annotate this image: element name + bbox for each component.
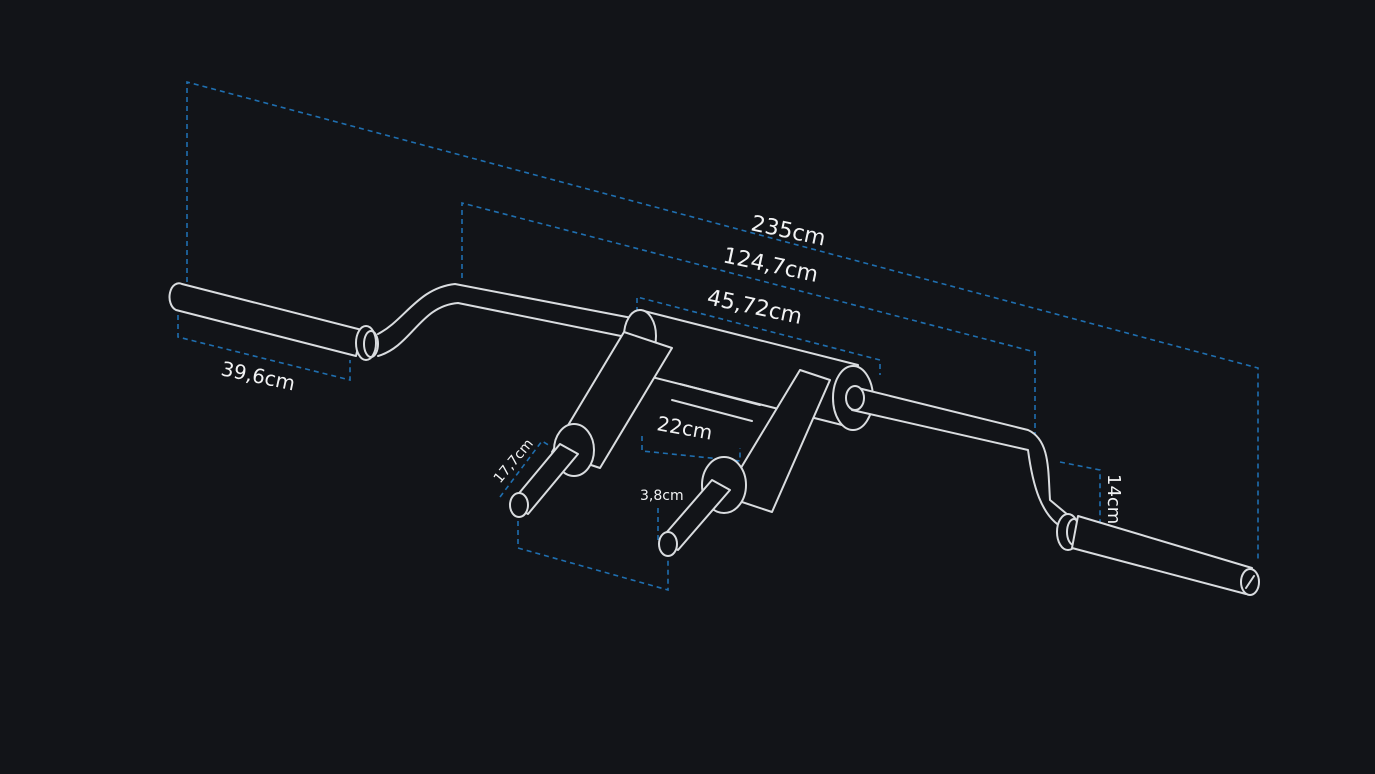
label-handle-diameter: 3,8cm [640,488,684,504]
dim-line-handle-spacing [641,436,741,462]
left-collar-inner [363,330,379,358]
dim-line-overall [186,80,1259,560]
right-handle-grip [659,479,731,551]
label-overall-length: 235cm [749,211,828,251]
right-handle-block [723,369,831,513]
handle-cross-piece [671,383,761,422]
left-bend-lower [377,302,627,357]
label-sleeve-length: 39,6cm [219,356,297,395]
dim-line-between-bends [461,201,1036,445]
left-collar [355,325,377,361]
label-camber-height: 14cm [1103,474,1124,524]
label-handle-spacing: 22cm [655,411,714,444]
handle-frame-tube [631,309,859,428]
left-handle-grip-end [509,492,529,518]
left-bend [377,283,633,335]
dim-line-handle-diameter [517,512,669,592]
dim-line-handle-length [499,439,551,498]
label-between-bends: 124,7cm [721,243,821,288]
right-sleeve-end-mark [1245,575,1255,589]
dimension-lines [177,80,1259,592]
label-handle-frame-width: 45,72cm [705,285,805,330]
right-shaft-end [845,385,865,411]
dim-line-sleeve [177,315,351,382]
right-sleeve [1071,515,1253,595]
barbell [168,282,1260,596]
left-handle-grip [509,443,579,515]
right-handle-grip-end [658,531,678,557]
left-sleeve [168,282,363,357]
dim-line-handle-frame [636,295,881,375]
